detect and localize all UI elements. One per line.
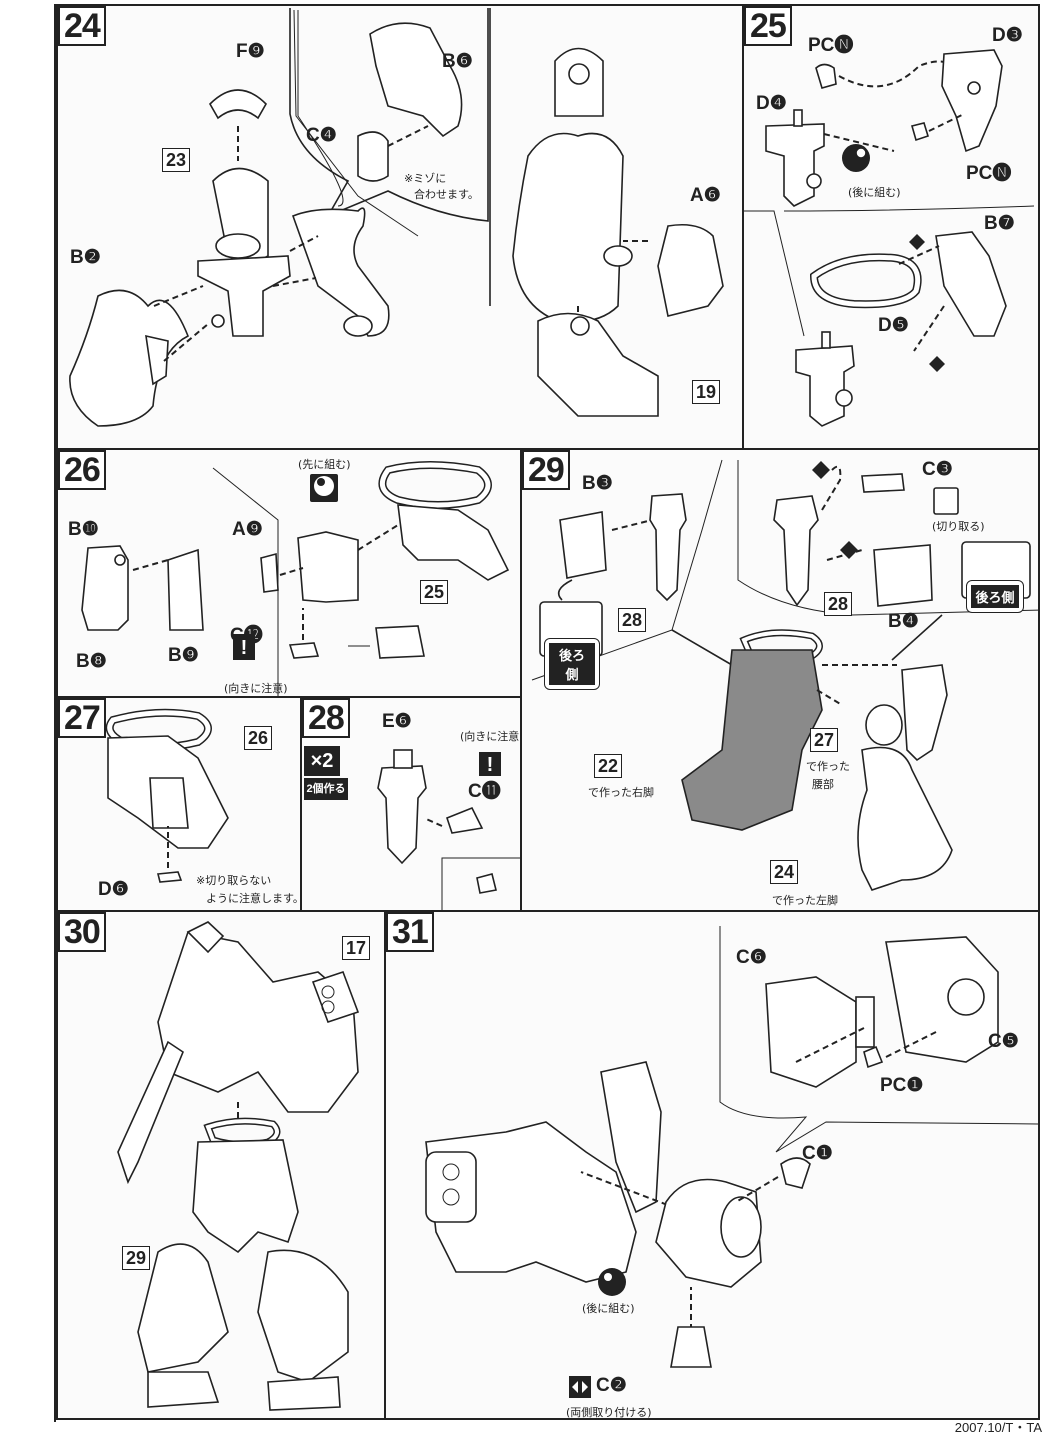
back-side-tag-left: 後ろ側 <box>544 638 600 690</box>
assemble-later-note: (後に組む) <box>582 1302 635 1315</box>
step-31-panel: 31 C❻ C❺ PC❶ C❶ (後に組む) C❷ (両側取り付ける) <box>384 910 1040 1420</box>
mind-direction-note: (向きに注意) <box>224 682 288 695</box>
step-ref-29: 29 <box>122 1246 151 1270</box>
step-ref-28-left: 28 <box>618 608 647 632</box>
step-26-illustration: ! <box>81 461 510 696</box>
do-not-cut-note-line1: ※切り取らない <box>196 874 272 887</box>
part-label-c1: C❶ <box>802 1143 833 1164</box>
part-label-b4: B❹ <box>888 611 919 632</box>
part-label-c2: C❷ <box>596 1375 627 1396</box>
step-ref-26: 26 <box>244 726 273 750</box>
step-ref-24: 24 <box>770 860 799 884</box>
groove-note-line2: 合わせます。 <box>414 188 479 201</box>
step-number: 30 <box>58 912 106 952</box>
step-28-illustration: ! <box>377 749 520 910</box>
step-ref-28-right: 28 <box>824 592 853 616</box>
step-25-panel: 25 PC🅝 D❸ D❹ PC🅝 (後に組む) B❼ D❺ <box>742 4 1040 450</box>
left-leg-label: で作った左脚 <box>772 894 838 907</box>
step-25-illustration <box>744 49 1035 427</box>
part-label-pcn-right: PC🅝 <box>966 163 1012 184</box>
part-label-c3: C❸ <box>922 459 953 480</box>
do-not-cut-note-line2: ように注意します。 <box>206 892 302 905</box>
step-26-panel: 26 ! B❿ B❽ B❾ A❾ C⓬ (先に組む) (向きに注意) 25 <box>56 448 522 698</box>
back-side-tag-right: 後ろ側 <box>966 580 1024 613</box>
step-number: 31 <box>386 912 434 952</box>
part-label-pci: PC❶ <box>880 1075 924 1096</box>
part-label-d4: D❹ <box>756 93 787 114</box>
part-label-b10: B❿ <box>68 519 99 540</box>
assemble-first-note: (先に組む) <box>298 458 351 471</box>
step-number: 27 <box>58 698 106 738</box>
part-label-b8: B❽ <box>76 651 107 672</box>
print-code: 2007.10/T・TA <box>954 1420 1042 1435</box>
attach-both-sides-note: (両側取り付ける) <box>566 1406 652 1419</box>
part-label-c6: C❻ <box>736 947 767 968</box>
part-label-e6: E❻ <box>382 711 412 732</box>
part-label-a6: A❻ <box>690 185 721 206</box>
step-30-panel: 30 17 29 <box>56 910 386 1420</box>
part-label-d5: D❺ <box>878 315 909 336</box>
part-label-d6: D❻ <box>98 879 129 900</box>
step-number: 25 <box>744 6 792 46</box>
step-ref-25: 25 <box>420 580 449 604</box>
waist-label-line2: 腰部 <box>812 778 834 791</box>
x2-badge: ×2 <box>304 746 340 776</box>
waist-label-line1: で作った <box>806 760 850 773</box>
part-label-c11: C⓫ <box>468 781 501 802</box>
step-31-illustration <box>425 926 1038 1398</box>
part-label-a9: A❾ <box>232 519 263 540</box>
step-ref-27: 27 <box>810 728 839 752</box>
step-number: 29 <box>522 450 570 490</box>
step-28-panel: 28 ×2 2個作る ! E❻ (向きに注意) C⓫ <box>300 696 522 912</box>
step-27-panel: 27 26 D❻ ※切り取らない ように注意します。 <box>56 696 302 912</box>
part-label-b2: B❷ <box>70 247 101 268</box>
step-29-illustration <box>531 459 1038 891</box>
assemble-later-note: (後に組む) <box>848 186 901 199</box>
step-30-illustration <box>117 921 360 1411</box>
step-24-panel: 24 F❾ <box>56 4 744 450</box>
groove-note-line1: ※ミゾに <box>404 172 447 185</box>
step-ref-22: 22 <box>594 754 623 778</box>
step-number: 26 <box>58 450 106 490</box>
part-label-b7: B❼ <box>984 213 1015 234</box>
svg-text:!: ! <box>487 754 494 776</box>
part-label-d3: D❸ <box>992 25 1023 46</box>
step-27-illustration <box>105 708 229 883</box>
part-label-b9: B❾ <box>168 645 199 666</box>
part-label-b3: B❸ <box>582 473 613 494</box>
page-edge-line <box>54 4 56 1422</box>
make-two-badge: 2個作る <box>304 778 348 800</box>
part-label-c4: C❹ <box>306 125 337 146</box>
step-number: 28 <box>302 698 350 738</box>
right-leg-label: で作った右脚 <box>588 786 654 799</box>
step-24-illustration <box>69 8 724 427</box>
step-29-panel: 29 B❸ 28 後ろ側 C❸ (切り取る) 2 <box>520 448 1040 912</box>
cut-off-note: (切り取る) <box>932 520 985 533</box>
step-ref-23: 23 <box>162 148 191 172</box>
step-number: 24 <box>58 6 106 46</box>
step-ref-19: 19 <box>692 380 721 404</box>
part-label-f9: F❾ <box>236 41 265 62</box>
part-label-b6: B❻ <box>442 51 473 72</box>
step-ref-17: 17 <box>342 936 371 960</box>
part-label-c12: C⓬ <box>230 625 263 646</box>
svg-text:!: ! <box>241 637 248 659</box>
part-label-c5: C❺ <box>988 1031 1019 1052</box>
mind-direction-note: (向きに注意) <box>460 730 522 743</box>
part-label-pcn-top: PC🅝 <box>808 35 854 56</box>
